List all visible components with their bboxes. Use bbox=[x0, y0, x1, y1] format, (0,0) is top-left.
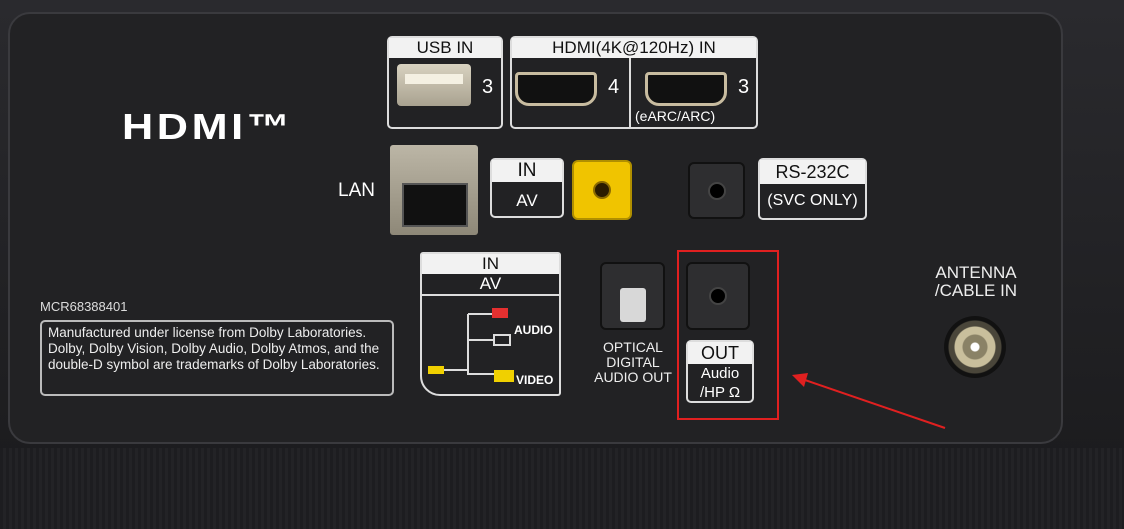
lan-port[interactable] bbox=[390, 145, 478, 235]
lan-label: LAN bbox=[338, 180, 375, 201]
rs232c-jack[interactable] bbox=[688, 162, 745, 219]
usb-in-group: USB IN bbox=[387, 36, 503, 129]
hdmi-port-4[interactable] bbox=[515, 72, 597, 106]
audio-hp-jack[interactable] bbox=[686, 262, 750, 330]
hdmi-in-group: HDMI(4K@120Hz) IN bbox=[510, 36, 758, 129]
audio-out-line2: /HP Ω bbox=[699, 384, 741, 401]
av-video-label: VIDEO bbox=[516, 373, 554, 387]
antenna-connector[interactable] bbox=[944, 316, 1006, 378]
rs232c-note: (SVC ONLY) bbox=[767, 192, 858, 209]
optical-label: OPTICAL DIGITAL AUDIO OUT bbox=[588, 340, 678, 385]
tv-casing-bottom bbox=[0, 448, 1124, 529]
dolby-notice: Manufactured under license from Dolby La… bbox=[40, 320, 394, 396]
optical-port[interactable] bbox=[600, 262, 665, 330]
antenna-label: ANTENNA /CABLE IN bbox=[920, 264, 1032, 300]
optical-label-line: DIGITAL bbox=[606, 354, 660, 370]
model-number: MCR68388401 bbox=[40, 299, 128, 314]
usb-number: 3 bbox=[482, 76, 494, 98]
av-diagram: IN AV AUDIO VIDEO bbox=[420, 252, 561, 396]
av-in-label-box: IN AV bbox=[490, 158, 564, 218]
audio-out-line1: Audio bbox=[700, 365, 740, 382]
hdmi-port-3[interactable] bbox=[645, 72, 727, 106]
av-diagram-in: IN bbox=[422, 254, 559, 274]
hdmi-4-number: 4 bbox=[608, 76, 620, 98]
hdmi-title: HDMI(4K@120Hz) IN bbox=[512, 38, 756, 58]
av-audio-label: AUDIO bbox=[514, 323, 553, 337]
av-diagram-av: AV bbox=[422, 274, 559, 296]
rs232c-title: RS-232C bbox=[760, 160, 865, 184]
av-in-in: IN bbox=[492, 160, 562, 182]
annotation-arrow-icon bbox=[792, 373, 946, 429]
av-cable-diagram-icon bbox=[428, 308, 514, 382]
audio-out-label-box: OUT Audio /HP Ω bbox=[686, 340, 754, 403]
optical-label-line: AUDIO OUT bbox=[594, 369, 672, 385]
antenna-line1: ANTENNA bbox=[935, 263, 1017, 282]
av-in-jack[interactable] bbox=[572, 160, 632, 220]
highlight-box bbox=[677, 250, 779, 420]
usb-port[interactable] bbox=[397, 64, 471, 106]
usb-title: USB IN bbox=[389, 38, 501, 58]
audio-out-title: OUT bbox=[688, 342, 752, 364]
rs232c-label-box: RS-232C (SVC ONLY) bbox=[758, 158, 867, 220]
av-in-av: AV bbox=[516, 191, 538, 210]
hdmi-3-note: (eARC/ARC) bbox=[635, 108, 716, 124]
hdmi-logo: HDMI™ bbox=[122, 106, 294, 147]
optical-label-line: OPTICAL bbox=[603, 339, 663, 355]
hdmi-3-number: 3 bbox=[738, 76, 750, 98]
antenna-line2: /CABLE IN bbox=[934, 281, 1018, 300]
